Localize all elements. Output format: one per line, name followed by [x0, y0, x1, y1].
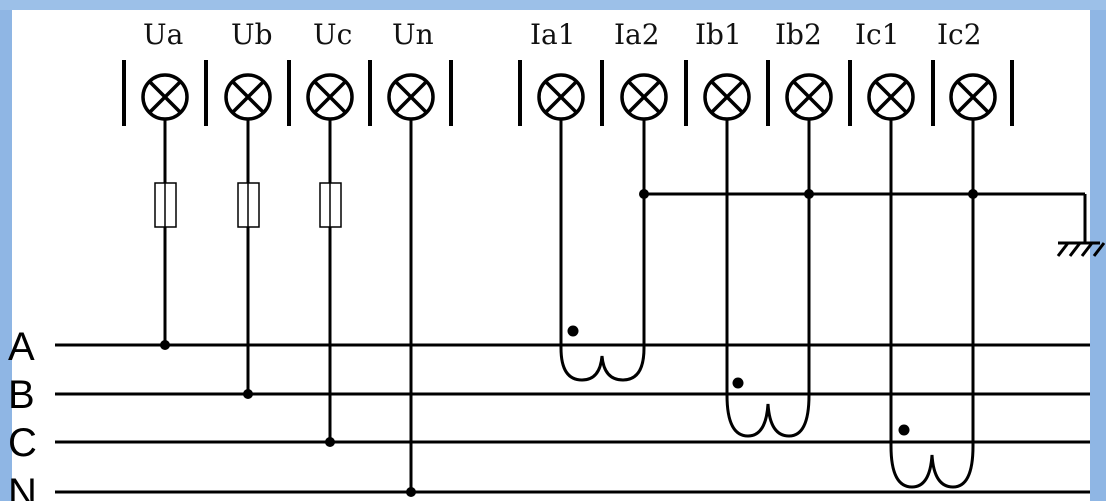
terminal-label-ib1: Ib1: [695, 18, 742, 51]
ground-hatch: [1068, 242, 1082, 257]
junctions: [160, 189, 978, 497]
phase-label-a: A: [8, 325, 35, 369]
terminal-label-ic1: Ic1: [855, 18, 900, 51]
phase-label-b: B: [8, 373, 35, 417]
terminal-separators: [122, 60, 1014, 126]
terminal-label-ub: Ub: [231, 18, 273, 51]
terminal-label-ic2: Ic2: [937, 18, 982, 51]
terminal-symbol-un: [387, 73, 435, 121]
terminal-symbol-ia1: [537, 73, 585, 121]
junction-dot: [243, 389, 253, 399]
junction-dot: [406, 487, 416, 497]
polarity-dot-b: [732, 377, 744, 389]
ct-b-winding: [725, 394, 811, 438]
fuse-elements: [164, 183, 331, 227]
junction-dot: [804, 189, 814, 199]
junction-dot: [639, 189, 649, 199]
terminal-label-ib2: Ib2: [775, 18, 822, 51]
terminal-symbol-ia2: [620, 73, 668, 121]
phase-label-c: C: [8, 421, 37, 465]
ground-hatch: [1080, 242, 1094, 257]
ct-a-winding: [559, 347, 646, 382]
ct-c-winding: [889, 445, 975, 489]
terminal-symbol-uc: [306, 73, 354, 121]
terminal-symbol-ic1: [867, 73, 915, 121]
junction-dot: [968, 189, 978, 199]
terminal-label-ia1: Ia1: [530, 18, 576, 51]
terminal-symbol-ib1: [703, 73, 751, 121]
terminal-symbol-ib2: [785, 73, 833, 121]
junction-dot: [160, 340, 170, 350]
terminal-label-ua: Ua: [143, 18, 183, 51]
phase-label-n: N: [8, 471, 37, 501]
top-border: [0, 0, 1106, 10]
terminal-circles: [141, 73, 997, 121]
terminal-label-ia2: Ia2: [614, 18, 660, 51]
terminal-symbol-ua: [141, 73, 189, 121]
ground-hatch: [1092, 242, 1106, 257]
junction-dot: [325, 437, 335, 447]
terminal-label-un: Un: [392, 18, 434, 51]
polarity-dot-c: [898, 424, 910, 436]
ground-hatch: [1056, 242, 1070, 257]
terminal-symbol-ub: [224, 73, 272, 121]
wires: [55, 119, 1106, 494]
terminal-symbol-ic2: [949, 73, 997, 121]
polarity-dot-a: [567, 325, 579, 337]
terminal-label-uc: Uc: [313, 18, 352, 51]
